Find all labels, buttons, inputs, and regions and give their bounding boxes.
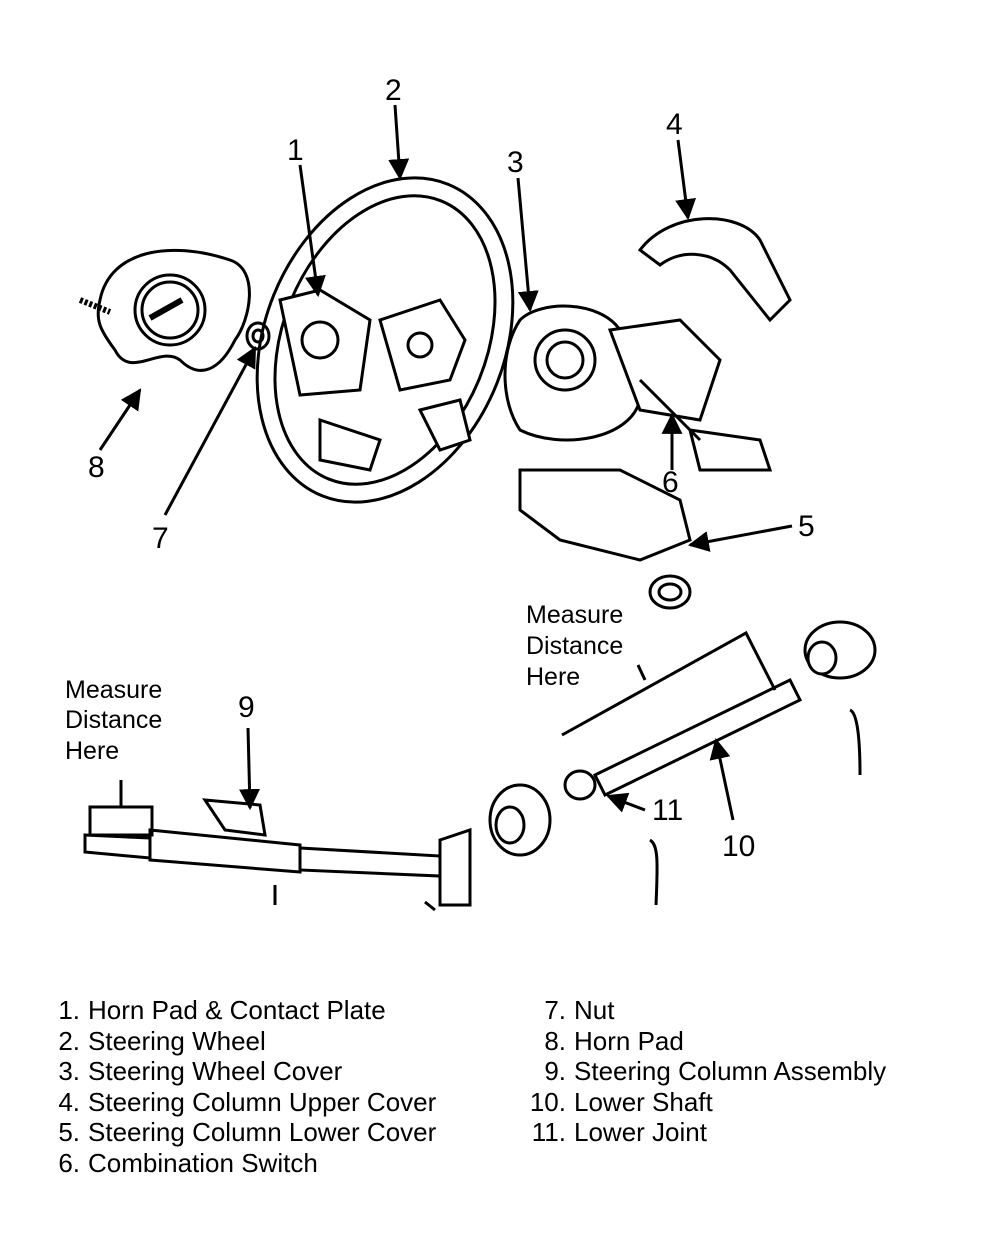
svg-text:Distance: Distance [526,632,623,660]
svg-text:Here: Here [65,737,119,765]
steering-column-top-part [503,304,773,472]
lower-shaft-part [488,620,877,906]
legend-left: 1.Horn Pad & Contact Plate 2.Steering Wh… [50,995,436,1178]
legend-item: 6.Combination Switch [58,1147,318,1178]
svg-text:Measure: Measure [65,676,162,704]
measure-note-right: Measure Distance Here [526,601,623,691]
lower-cover-part [518,468,692,610]
callout-6: 6 [662,466,679,499]
callout-4: 4 [666,108,683,141]
svg-text:Measure: Measure [526,601,623,629]
legend-item: 3.Steering Wheel Cover [58,1056,343,1086]
legend-item: 11.Lower Joint [531,1117,707,1147]
legend-right: 7.Nut 8.Horn Pad 9.Steering Column Assem… [518,995,886,1148]
legend-item: 10.Lower Shaft [529,1086,713,1117]
legend-item: 9.Steering Column Assembly [544,1056,887,1086]
legend-item: 1.Horn Pad & Contact Plate [58,995,386,1025]
callout-7: 7 [152,522,169,555]
horn-pad-part [78,248,251,372]
legend-item: 8.Horn Pad [544,1025,684,1056]
exploded-view-diagram: 1 2 3 4 5 6 7 8 9 10 11 Measure Distance… [65,74,877,912]
callout-1: 1 [287,134,304,167]
callout-2: 2 [385,74,402,107]
measure-note-left: Measure Distance Here [65,676,162,765]
callout-11: 11 [652,794,683,827]
callout-arrows [98,104,793,821]
steering-wheel-part [255,176,515,504]
callout-8: 8 [88,451,105,484]
nut-part [245,321,271,351]
callout-5: 5 [798,510,815,543]
svg-text:Here: Here [526,663,580,691]
steering-column-assembly-part [83,780,472,912]
callout-3: 3 [507,146,524,179]
legend-item: 4.Steering Column Upper Cover [58,1086,437,1117]
upper-cover-part [637,217,792,323]
callout-9: 9 [238,691,255,724]
callout-10: 10 [722,830,755,863]
svg-text:Distance: Distance [65,706,162,734]
legend-item: 5.Steering Column Lower Cover [58,1117,437,1147]
legend-item: 7.Nut [544,995,615,1025]
legend-item: 2.Steering Wheel [58,1025,266,1056]
